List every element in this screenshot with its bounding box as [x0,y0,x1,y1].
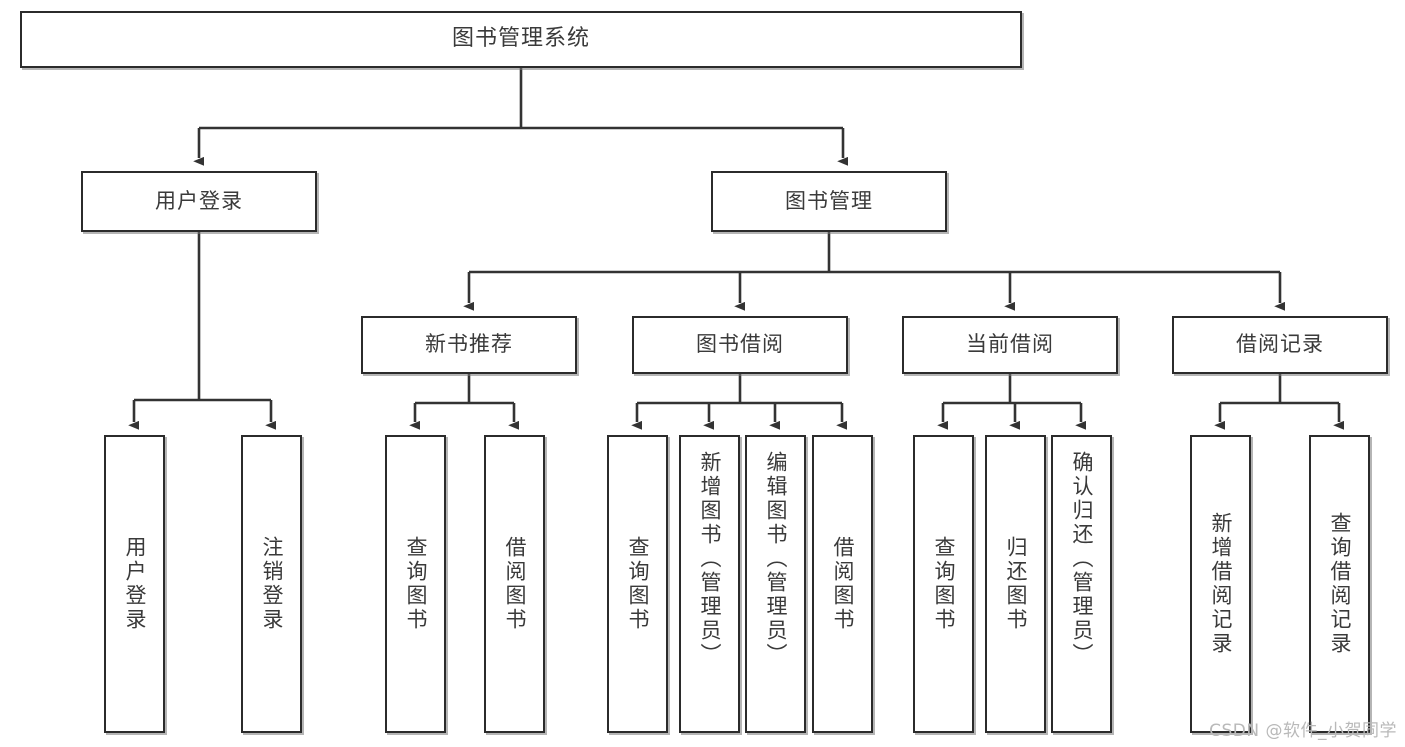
node-current-borrow[interactable]: 当前借阅 [902,316,1118,374]
node-leaf-add-borrow-record[interactable]: 新增借阅记录 [1190,435,1251,733]
node-leaf-user-login[interactable]: 用户登录 [104,435,165,733]
leaf-label: 查询借阅记录 [1327,512,1352,656]
csdn-watermark: CSDN @软件_小贺同学 [1209,721,1397,741]
node-leaf-add-book-admin[interactable]: 新增图书（管理员） [679,435,740,733]
leaf-label: 借阅图书 [830,536,855,632]
leaf-label: 用户登录 [122,536,147,632]
node-leaf-return-book[interactable]: 归还图书 [985,435,1046,733]
node-new-book-recommend[interactable]: 新书推荐 [361,316,577,374]
node-leaf-borrow-book[interactable]: 借阅图书 [812,435,873,733]
node-leaf-query-book-current[interactable]: 查询图书 [913,435,974,733]
leaf-label: 确认归还（管理员） [1069,451,1094,667]
node-leaf-edit-book-admin[interactable]: 编辑图书（管理员） [745,435,806,733]
leaf-label: 归还图书 [1003,536,1028,632]
leaf-label: 查询图书 [403,536,428,632]
node-leaf-logout-login[interactable]: 注销登录 [241,435,302,733]
leaf-label: 借阅图书 [502,536,527,632]
node-borrow-record[interactable]: 借阅记录 [1172,316,1388,374]
leaf-label: 查询图书 [625,536,650,632]
leaf-label: 编辑图书（管理员） [763,451,788,667]
node-leaf-query-borrow-record[interactable]: 查询借阅记录 [1309,435,1370,733]
node-user-login[interactable]: 用户登录 [81,171,317,232]
leaf-label: 新增图书（管理员） [697,451,722,667]
leaf-label: 注销登录 [259,536,284,632]
node-leaf-query-book-borrow[interactable]: 查询图书 [607,435,668,733]
leaf-label: 查询图书 [931,536,956,632]
node-leaf-borrow-book-recommend[interactable]: 借阅图书 [484,435,545,733]
node-leaf-query-book-recommend[interactable]: 查询图书 [385,435,446,733]
node-book-borrow[interactable]: 图书借阅 [632,316,848,374]
leaf-label: 新增借阅记录 [1208,512,1233,656]
node-root-title[interactable]: 图书管理系统 [20,11,1022,68]
node-book-management[interactable]: 图书管理 [711,171,947,232]
node-leaf-confirm-return-admin[interactable]: 确认归还（管理员） [1051,435,1112,733]
